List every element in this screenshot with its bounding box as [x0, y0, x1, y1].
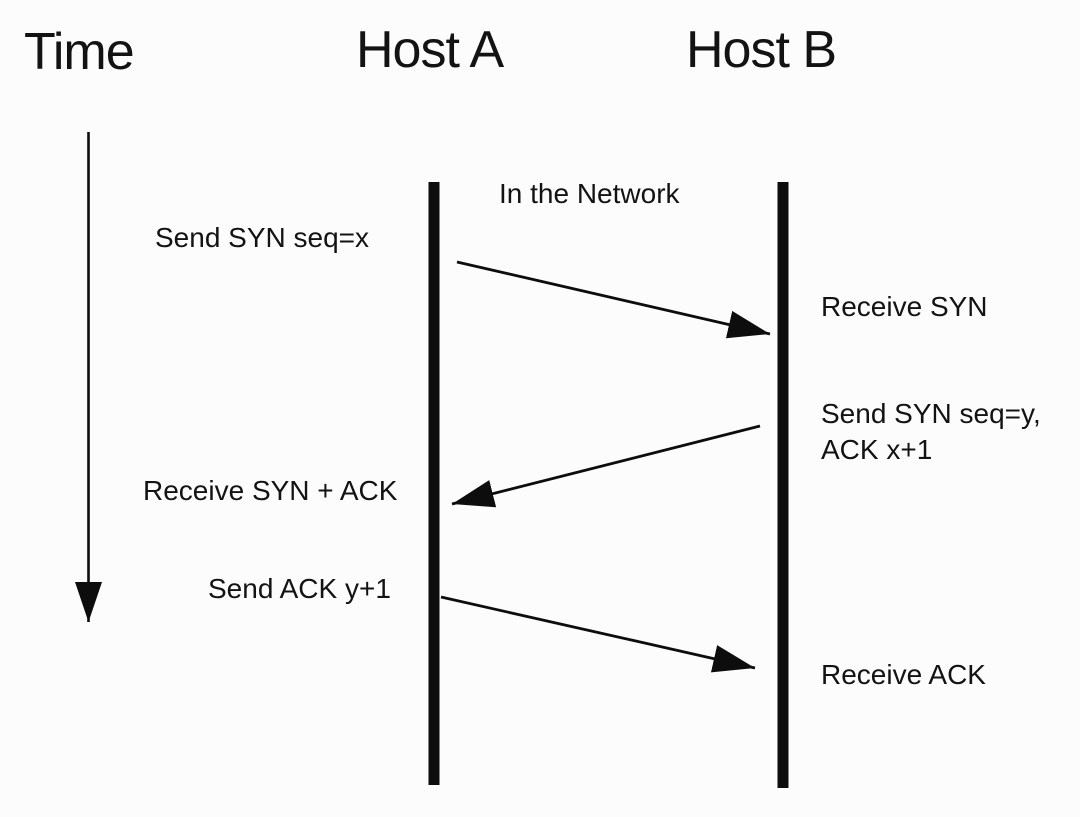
host-b-title: Host B — [686, 21, 837, 79]
send-ack-label: Send ACK y+1 — [208, 573, 391, 604]
ack-arrow — [440, 595, 756, 673]
syn-arrow — [456, 260, 771, 339]
network-region-label: In the Network — [499, 178, 680, 209]
time-axis-label: Time — [24, 23, 135, 81]
receive-ack-label: Receive ACK — [821, 659, 986, 690]
send-syn-label: Send SYN seq=x — [155, 222, 370, 253]
receive-syn-ack-label: Receive SYN + ACK — [143, 475, 398, 506]
syn-ack-arrow — [451, 424, 761, 508]
send-syn-ack-label: Send SYN seq=y, ACK x+1 — [821, 398, 1041, 465]
host-a-title: Host A — [356, 21, 504, 79]
receive-syn-label: Receive SYN — [821, 291, 988, 322]
